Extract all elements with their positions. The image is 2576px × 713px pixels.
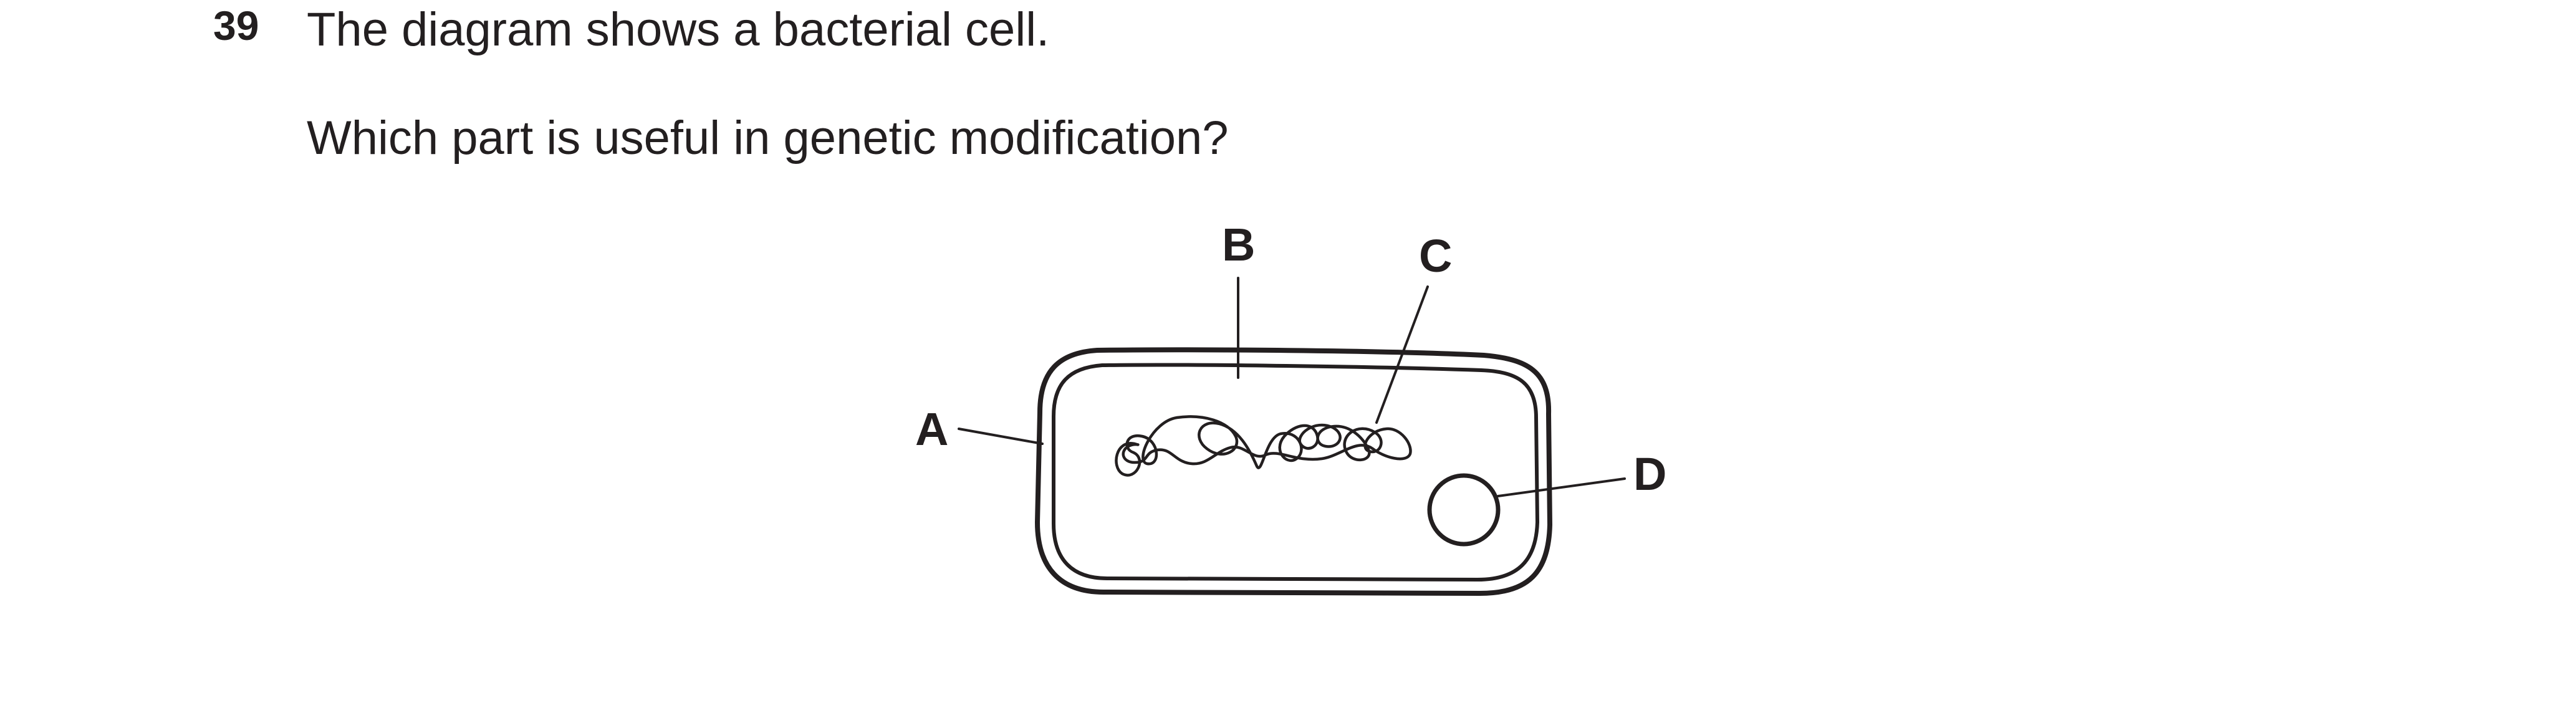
plasmid bbox=[1427, 473, 1501, 547]
question-number: 39 bbox=[213, 2, 259, 49]
label-c: C bbox=[1419, 230, 1452, 282]
label-a: A bbox=[915, 403, 948, 455]
label-d: D bbox=[1633, 448, 1666, 500]
cell-wall bbox=[1035, 347, 1552, 596]
question-prompt: Which part is useful in genetic modifica… bbox=[307, 112, 1229, 165]
label-b: B bbox=[1222, 219, 1255, 270]
leader-line-c bbox=[1375, 285, 1429, 424]
leader-line-a bbox=[958, 428, 1044, 445]
chromosome bbox=[1115, 415, 1412, 477]
question-statement: The diagram shows a bacterial cell. bbox=[307, 3, 1050, 56]
leader-line-d bbox=[1497, 477, 1626, 497]
cell-membrane bbox=[1052, 363, 1539, 581]
